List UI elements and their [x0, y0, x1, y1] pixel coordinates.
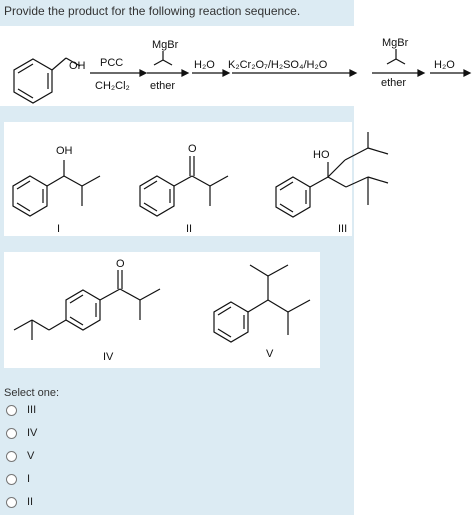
- structure-III: [275, 132, 389, 218]
- answer-structures-box-2: [4, 252, 320, 368]
- select-one-label: Select one:: [4, 387, 60, 399]
- structure-III-ho: HO: [313, 149, 330, 161]
- structure-IV: [13, 270, 161, 340]
- step2-reagent-top: MgBr: [152, 39, 179, 51]
- benzyl-alcohol-structure: [13, 57, 81, 104]
- radio-button[interactable]: [6, 427, 17, 439]
- structure-V-label: V: [266, 348, 274, 360]
- structure-II-label: II: [186, 223, 192, 235]
- question-prompt: Provide the product for the following re…: [4, 4, 301, 18]
- step3-reagent: H₂O: [194, 59, 215, 71]
- option-label: IV: [27, 427, 38, 439]
- step5-reagent-bottom: ether: [381, 77, 406, 89]
- step6-reagent: H₂O: [434, 59, 455, 71]
- structure-I: [12, 160, 101, 217]
- step1-reagent-top: PCC: [100, 57, 123, 69]
- answer-option-II[interactable]: II: [6, 493, 33, 511]
- step1-reagent-bottom: CH₂Cl₂: [95, 80, 130, 92]
- structure-II: [139, 156, 229, 217]
- option-label: II: [27, 496, 34, 508]
- structure-I-oh: OH: [56, 145, 73, 157]
- structure-IV-label: IV: [103, 351, 114, 363]
- start-oh-label: OH: [69, 60, 86, 72]
- structure-I-label: I: [57, 223, 60, 235]
- radio-button[interactable]: [6, 473, 17, 485]
- structure-IV-oxygen: O: [116, 258, 125, 270]
- option-label: III: [27, 404, 37, 416]
- step4-reagent: K₂Cr₂O₇/H₂SO₄/H₂O: [228, 59, 328, 71]
- step5-reagent-top: MgBr: [382, 37, 409, 49]
- structure-V: [213, 264, 311, 343]
- radio-button[interactable]: [6, 450, 17, 462]
- step2-reagent-bottom: ether: [150, 80, 175, 92]
- answer-option-V[interactable]: V: [6, 447, 34, 465]
- answer-option-III[interactable]: III: [6, 401, 36, 419]
- answer-option-IV[interactable]: IV: [6, 424, 37, 442]
- answer-option-I[interactable]: I: [6, 470, 30, 488]
- option-label: V: [27, 450, 35, 462]
- radio-button[interactable]: [6, 496, 17, 508]
- structure-II-oxygen: O: [188, 143, 197, 155]
- structure-III-label: III: [338, 223, 347, 235]
- option-label: I: [27, 473, 31, 485]
- radio-button[interactable]: [6, 404, 17, 416]
